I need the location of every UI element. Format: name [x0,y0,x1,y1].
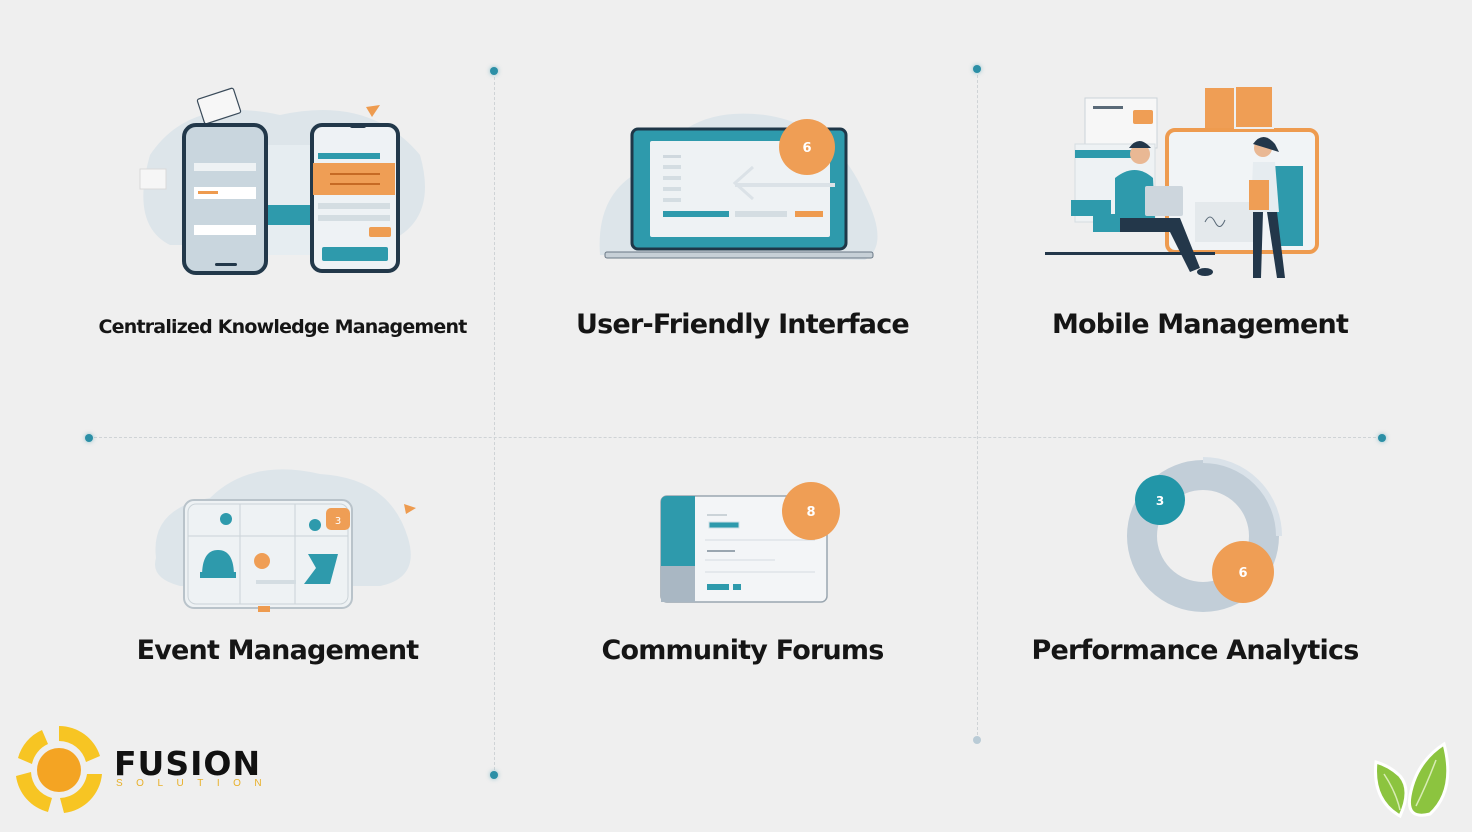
forum-window-icon: 8 [660,482,840,603]
brand-logo [12,722,107,817]
donut-chart-icon: 3 6 [1127,457,1282,612]
feature-card-event-management: 3 [150,468,420,618]
feature-card-performance-analytics: 3 6 [1120,455,1290,620]
brand-tagline: SOLUTION [116,778,276,789]
horizontal-divider [89,437,1381,438]
badge-number-teal: 3 [1156,494,1164,508]
two-phones-icon [139,87,426,275]
divider-node-dot [973,736,981,744]
badge-number: 6 [802,141,811,156]
feature-card-centralized-knowledge [130,85,440,285]
badge-number-orange: 6 [1238,566,1247,581]
laptop-icon: 6 [599,113,878,260]
leaf-logo [1370,740,1456,822]
people-with-screens-icon [1045,85,1319,278]
brand-name: FUSION [114,744,262,783]
feature-card-user-friendly: 6 [595,105,885,270]
vertical-divider-left [494,72,495,775]
divider-node-dot [490,67,498,75]
divider-node-dot [85,434,93,442]
feature-card-community-forums: 8 [655,480,845,610]
feature-title-user-friendly: User-Friendly Interface [576,309,910,340]
divider-node-dot [490,771,498,779]
feature-title-community-forums: Community Forums [601,635,884,666]
event-board-icon: 3 [155,469,416,612]
divider-node-dot [973,65,981,73]
vertical-divider-right [977,70,978,740]
feature-title-mobile-management: Mobile Management [1051,309,1349,340]
feature-title-performance-analytics: Performance Analytics [1031,635,1360,666]
green-leaves-icon [1374,741,1450,819]
badge-number: 3 [335,516,341,527]
feature-title-centralized-knowledge: Centralized Knowledge Management [98,316,467,338]
feature-card-mobile-management [1045,82,1335,292]
sun-swirl-icon [16,726,102,813]
feature-title-event-management: Event Management [136,635,420,666]
badge-number: 8 [806,505,815,520]
divider-node-dot [1378,434,1386,442]
